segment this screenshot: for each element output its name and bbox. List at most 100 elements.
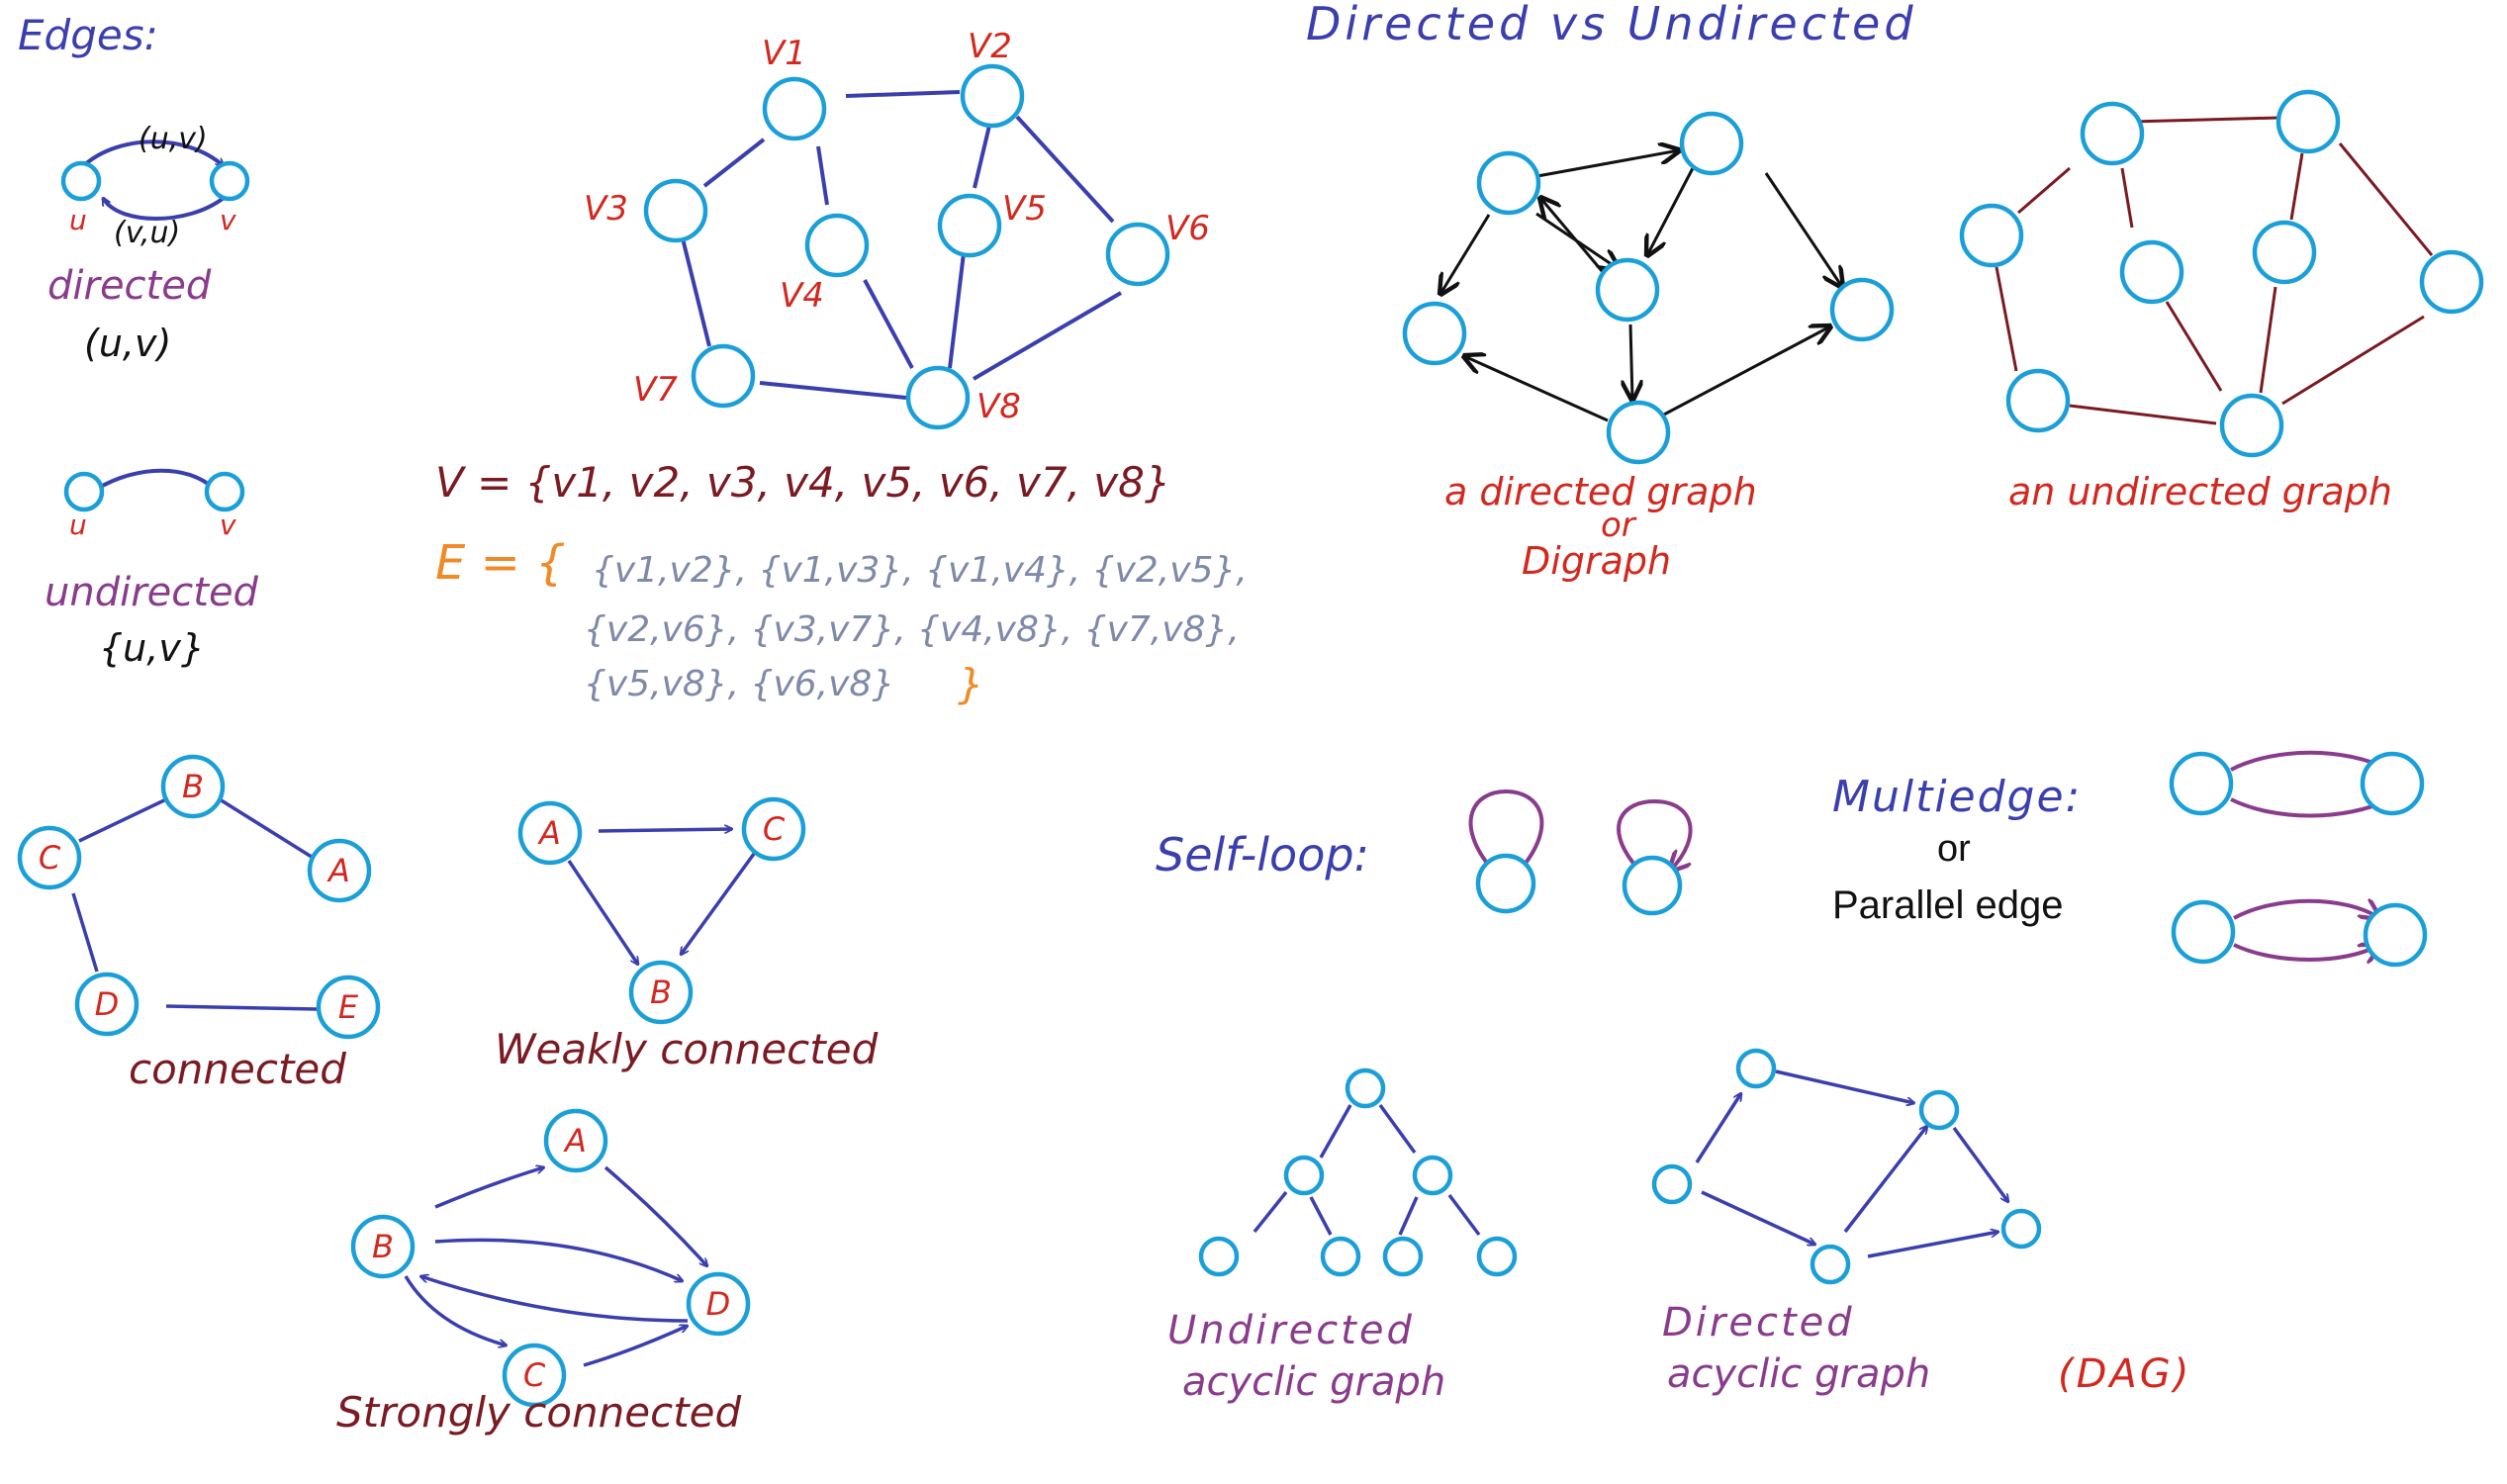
- tree-node-lr: [1320, 1236, 1361, 1277]
- node-u: [63, 471, 105, 512]
- undirected-acyclic-graph: Undirected acyclic graph: [1167, 1067, 1518, 1405]
- undirected-edge-example: u v undirected {u,v}: [45, 468, 259, 670]
- self-loop-node-2: [1622, 855, 1683, 916]
- undirected-node-8: [2219, 393, 2284, 458]
- multiedge-node-4: [2363, 902, 2428, 968]
- edge-c-a: [1540, 198, 1605, 273]
- edge-f-d: [1464, 356, 1609, 422]
- dag-label-2: acyclic graph: [1667, 1351, 1930, 1397]
- multiedge-node-1: [2169, 751, 2234, 816]
- node-a: [543, 1108, 608, 1173]
- connected-edges: [71, 797, 318, 1011]
- edge-1-4: [1701, 1190, 1815, 1245]
- label-c: C: [39, 839, 61, 877]
- undirected-node-4: [2119, 239, 2184, 305]
- digraph-label-1: a directed graph: [1444, 470, 1757, 513]
- edge-c-d: [583, 1326, 688, 1367]
- undirected-node-1: [2080, 101, 2145, 166]
- label-v7: V7: [633, 370, 678, 410]
- dag-edges: [1695, 1069, 2008, 1258]
- edge-6-8: [2281, 315, 2425, 406]
- u-label: u: [69, 204, 87, 236]
- main-graph-edges: [681, 90, 1123, 400]
- edge-c-b: [681, 852, 756, 955]
- edge-f-e: [1661, 326, 1830, 417]
- edge-d-b: [420, 1276, 689, 1323]
- label-b: B: [650, 974, 672, 1011]
- node-v8: [905, 365, 971, 430]
- dag-node-5: [2000, 1208, 2042, 1250]
- edge-2-5: [2289, 152, 2304, 221]
- node-d: [686, 1271, 751, 1337]
- undirected-graph: an undirected graph: [1959, 89, 2484, 513]
- edge-root-left: [1319, 1104, 1352, 1159]
- label-d: D: [706, 1285, 731, 1323]
- edge-a-b: [567, 860, 638, 965]
- directed-edge-example: (u,v) (v,u) u v directed (u,v): [47, 122, 250, 365]
- parallel-directed-top: [2233, 901, 2379, 918]
- digraph: a directed graph or Digraph: [1402, 111, 1895, 583]
- edge-a-c: [598, 829, 732, 831]
- undirected-node-3: [1959, 203, 2024, 268]
- edges-title: Edges:: [18, 11, 158, 59]
- edge-a-d: [1440, 214, 1491, 294]
- digraph-label-or: or: [1601, 506, 1637, 545]
- self-loop-section: Self-loop:: [1156, 788, 1693, 916]
- label-a: A: [563, 1122, 587, 1159]
- node-a: [307, 838, 372, 903]
- undirected-acyclic-label-1: Undirected: [1167, 1308, 1415, 1353]
- undirected-node-2: [2275, 89, 2341, 154]
- undirected-notation: {u,v}: [99, 626, 205, 670]
- edge-1-2: [2130, 116, 2279, 124]
- tree-edges: [1253, 1103, 1481, 1237]
- node-v7: [691, 343, 756, 409]
- edge-b-a: [219, 797, 316, 861]
- undirected-graph-label: an undirected graph: [2008, 470, 2392, 513]
- label-v1: V1: [762, 34, 806, 73]
- strongly-connected-node-labels: A B D C: [372, 1122, 730, 1394]
- node-a: [517, 800, 583, 866]
- undirected-node-6: [2419, 249, 2484, 315]
- strongly-connected-label: Strongly connected: [336, 1388, 742, 1437]
- edge-right-rr: [1447, 1193, 1481, 1237]
- v-label: v: [220, 204, 236, 236]
- node-u: [60, 160, 102, 202]
- dag-node-4: [1810, 1244, 1851, 1285]
- directed-vs-undirected: Directed vs Undirected a directed graph …: [1306, 0, 2484, 583]
- node-v5: [937, 193, 1002, 258]
- weakly-connected-graph: A C B Weakly connected: [495, 796, 879, 1073]
- dag-abbrev: (DAG): [2058, 1351, 2191, 1397]
- edge-2-3: [1775, 1069, 1914, 1103]
- undirected-graph-edges: [1995, 116, 2434, 425]
- multiedge-section: Multiedge: or Parallel edge: [1832, 750, 2428, 968]
- edge-c-f: [1630, 324, 1632, 400]
- edge-2-6: [2338, 142, 2434, 256]
- connected-label: connected: [129, 1045, 346, 1093]
- vertex-set: V = {v1, v2, v3, v4, v5, v6, v7, v8}: [435, 458, 1171, 507]
- edge-set-prefix: E = {: [435, 535, 566, 591]
- edge-a-b: [1536, 150, 1679, 178]
- edge-4-3: [1843, 1126, 1927, 1234]
- multiedge-label: Multiedge:: [1832, 772, 2082, 822]
- label-c: C: [763, 810, 786, 848]
- edge-v2-v6: [1015, 115, 1115, 224]
- node-b: [350, 1214, 416, 1279]
- edge-5-8: [2259, 286, 2277, 394]
- dag-node-2: [1735, 1048, 1777, 1089]
- node-v6: [1105, 222, 1170, 287]
- edge-v4-v8: [863, 279, 914, 369]
- main-graph-labels: V1 V2 V3 V4 V5 V6 V7 V8: [584, 27, 1210, 426]
- weakly-connected-label: Weakly connected: [495, 1025, 879, 1073]
- connected-graph: B C A D E connected: [17, 754, 381, 1093]
- weakly-connected-node-labels: A C B: [537, 810, 786, 1011]
- edge-right-rl: [1398, 1196, 1419, 1236]
- edge-b-c: [78, 797, 167, 843]
- undirected-node-5: [2252, 220, 2317, 285]
- edge-v7-v8: [759, 381, 907, 400]
- v-label: v: [220, 509, 236, 541]
- edge-set-line-3: {v5,v8}, {v6,v8}: [584, 664, 894, 704]
- dag-node-1: [1651, 1163, 1693, 1205]
- node-v2: [960, 63, 1025, 129]
- label-v3: V3: [584, 189, 628, 229]
- self-loop-undirected: [1468, 788, 1544, 868]
